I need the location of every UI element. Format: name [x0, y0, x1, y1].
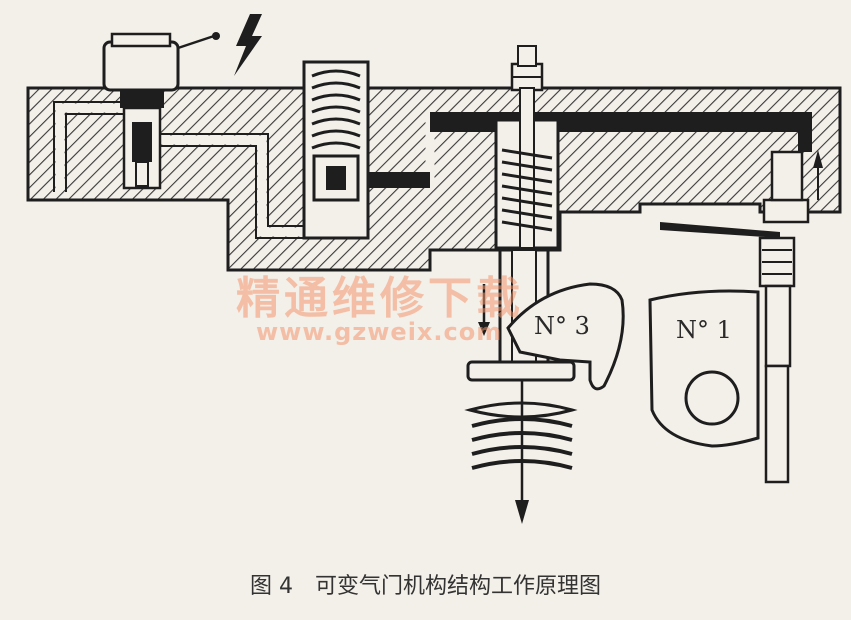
- arrow-icon: [478, 284, 490, 336]
- lower-valve-spring: [464, 360, 578, 524]
- figure-number: 图 4: [249, 574, 293, 599]
- rocker-linkage: [660, 150, 823, 484]
- figure-caption: 图 4 可变气门机构结构工作原理图: [0, 568, 851, 600]
- cam-no1: [648, 289, 760, 448]
- cam-no1-label: N° 1: [676, 316, 732, 344]
- accumulator-piston: [302, 60, 370, 240]
- watermark-title: 精通维修下载: [236, 273, 524, 324]
- cam-no3-label: N° 3: [534, 312, 590, 340]
- watermark-url: www.gzweix.com: [256, 318, 503, 346]
- lightning-bolt-icon: [234, 14, 262, 76]
- figure-title: 可变气门机构结构工作原理图: [314, 574, 601, 599]
- cam-no3: [506, 282, 625, 391]
- valve-spring-assembly: [494, 45, 560, 250]
- mechanism-diagram: [26, 14, 842, 524]
- solenoid-valve: [102, 32, 220, 190]
